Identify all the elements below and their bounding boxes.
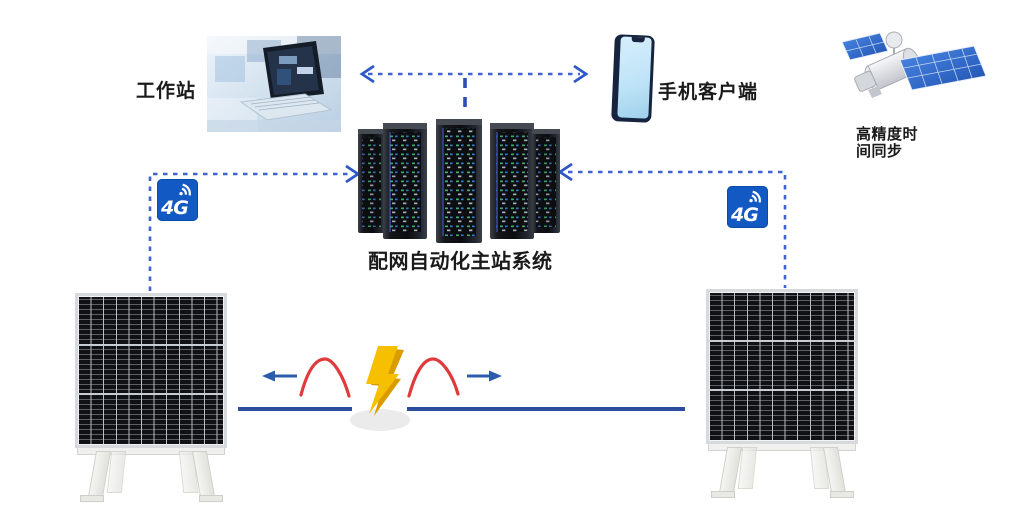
panel-foot <box>80 495 104 502</box>
chevron-right-icon <box>573 64 589 84</box>
time-sync-label: 高精度时间同步 <box>856 125 919 160</box>
travel-arrow-right-head <box>489 370 502 382</box>
4g-signal-icon <box>749 190 761 203</box>
panel-face <box>706 289 858 444</box>
satellite-thruster <box>868 86 882 98</box>
panel-foot <box>830 491 854 498</box>
panel-divider <box>709 389 855 391</box>
4g-badge-right: 4G <box>727 186 768 228</box>
panel-face <box>75 293 227 448</box>
rack-tower <box>358 129 385 233</box>
rtu-panel-left <box>75 293 227 502</box>
rtu-panel-right <box>706 289 858 498</box>
4g-signal-icon <box>179 183 191 196</box>
master-station-label: 配网自动化主站系统 <box>368 249 553 273</box>
rack-tower <box>436 119 482 243</box>
rack-tower <box>490 123 534 239</box>
panel-foot <box>199 495 223 502</box>
4g-badge-left: 4G <box>157 179 198 221</box>
rack-tower <box>532 129 560 233</box>
fault-wave-right <box>407 357 460 398</box>
connector-right <box>568 170 787 288</box>
panel-divider <box>78 344 224 346</box>
panel-foot <box>711 491 735 498</box>
satellite-icon <box>841 31 986 98</box>
connector-left <box>148 172 350 291</box>
panel-divider <box>78 393 224 395</box>
lightning-bolt-icon <box>366 346 399 414</box>
panel-base <box>77 448 225 455</box>
4g-label: 4G <box>731 204 759 226</box>
chevron-left-icon <box>359 64 375 84</box>
fault-wave-left <box>299 357 351 398</box>
4g-label: 4G <box>161 197 189 219</box>
rack-tower <box>383 123 427 239</box>
mobile-client-label: 手机客户端 <box>658 81 759 103</box>
panel-base <box>708 444 856 451</box>
server-cluster-icon <box>358 119 560 243</box>
workstation-label: 工作站 <box>136 80 197 102</box>
travel-arrow-left-head <box>262 370 275 382</box>
laptop-icon <box>207 36 341 132</box>
fault-shadow <box>350 409 410 431</box>
panel-divider <box>709 340 855 342</box>
